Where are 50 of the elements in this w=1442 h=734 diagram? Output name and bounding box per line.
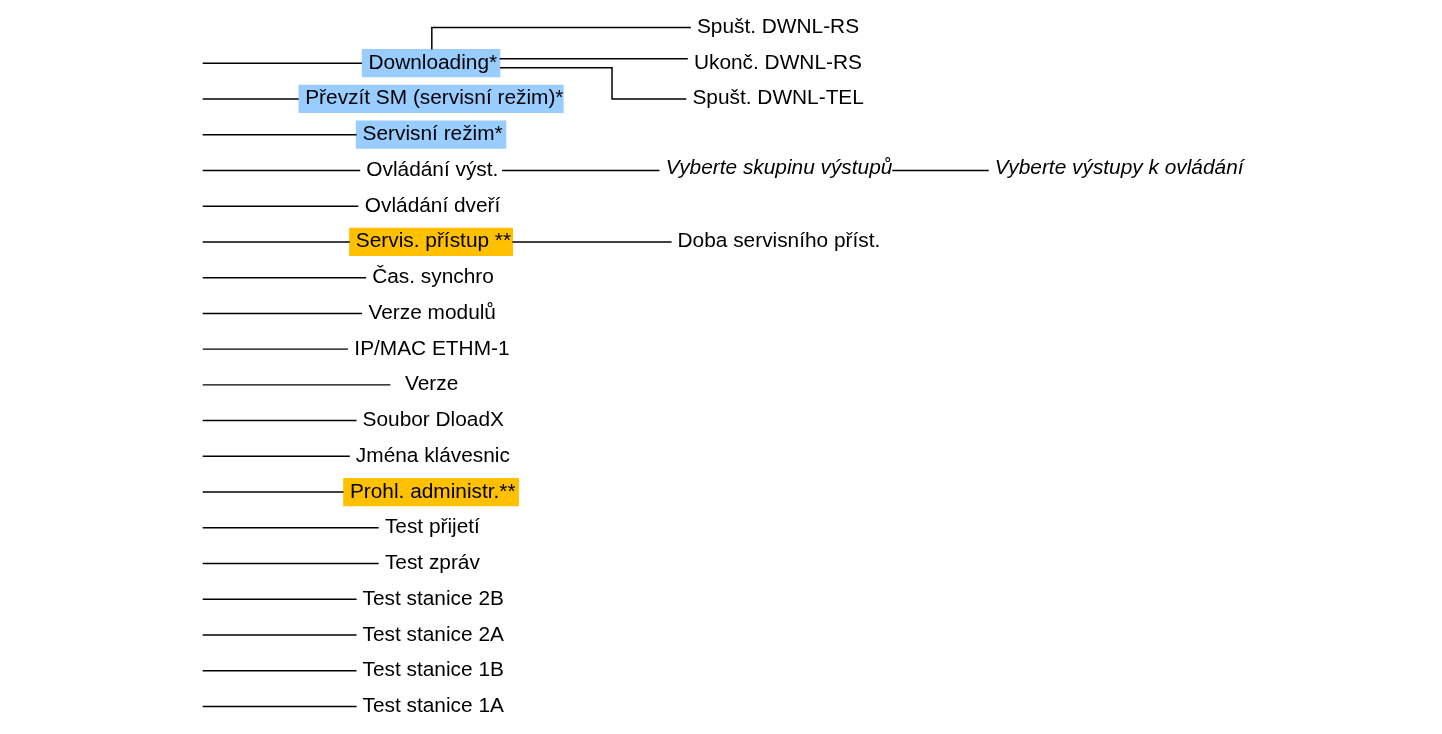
node-text: Test stanice 1A [362,693,504,717]
node-text: Ovládání dveří [364,192,500,216]
connector [201,98,299,100]
node-text: Test stanice 2A [362,621,504,645]
node-text: Vyberte výstupy k ovládání [994,155,1244,179]
connector [201,348,349,350]
node-box: Downloading* [361,49,500,78]
node-text: Test stanice 2B [362,585,504,609]
node-text: Čas. synchro [371,264,494,288]
connector [500,169,660,172]
connector [201,670,357,672]
connector [201,62,363,64]
connector [201,634,357,636]
node-box: Servisní režim* [355,120,506,149]
node-text: Verze modulů [368,299,496,323]
node-text: Test stanice 1B [362,657,504,681]
connector [430,26,692,51]
node-text: Vyberte skupinu výstupů [665,155,892,179]
node-text: Spušt. DWNL-TEL [691,85,864,109]
connector [201,455,351,458]
node-box: Převzít SM (servisní režim)* [298,84,564,114]
node-text: Soubor DloadX [362,407,504,431]
connector [201,527,379,529]
connector [201,491,344,493]
connector [891,169,989,172]
connector [201,169,361,172]
node-text: Test přijetí [384,514,480,538]
node-text: Ovládání výst. [365,156,498,180]
connector [201,312,363,315]
connector [201,419,357,422]
connector [201,705,357,708]
node-text: Test zpráv [384,550,480,574]
node-text: Ukonč. DWNL-RS [693,49,862,73]
connector [201,241,351,243]
connector [201,562,379,565]
node-text: Doba servisního příst. [677,228,880,252]
connector [511,241,672,243]
connector [201,276,367,279]
node-text: Verze [404,371,458,395]
node-text: Jména klávesnic [355,442,510,466]
node-text: Spušt. DWNL-RS [696,13,859,37]
node-text: IP/MAC ETHM-1 [353,335,510,359]
node-box: Servis. přístup ** [348,227,513,257]
connector [201,205,359,207]
connector [498,66,687,100]
connector [201,133,357,136]
node-box: Prohl. administr.** [342,477,519,507]
connector [498,57,689,60]
connector [201,384,391,386]
connector [201,598,357,601]
